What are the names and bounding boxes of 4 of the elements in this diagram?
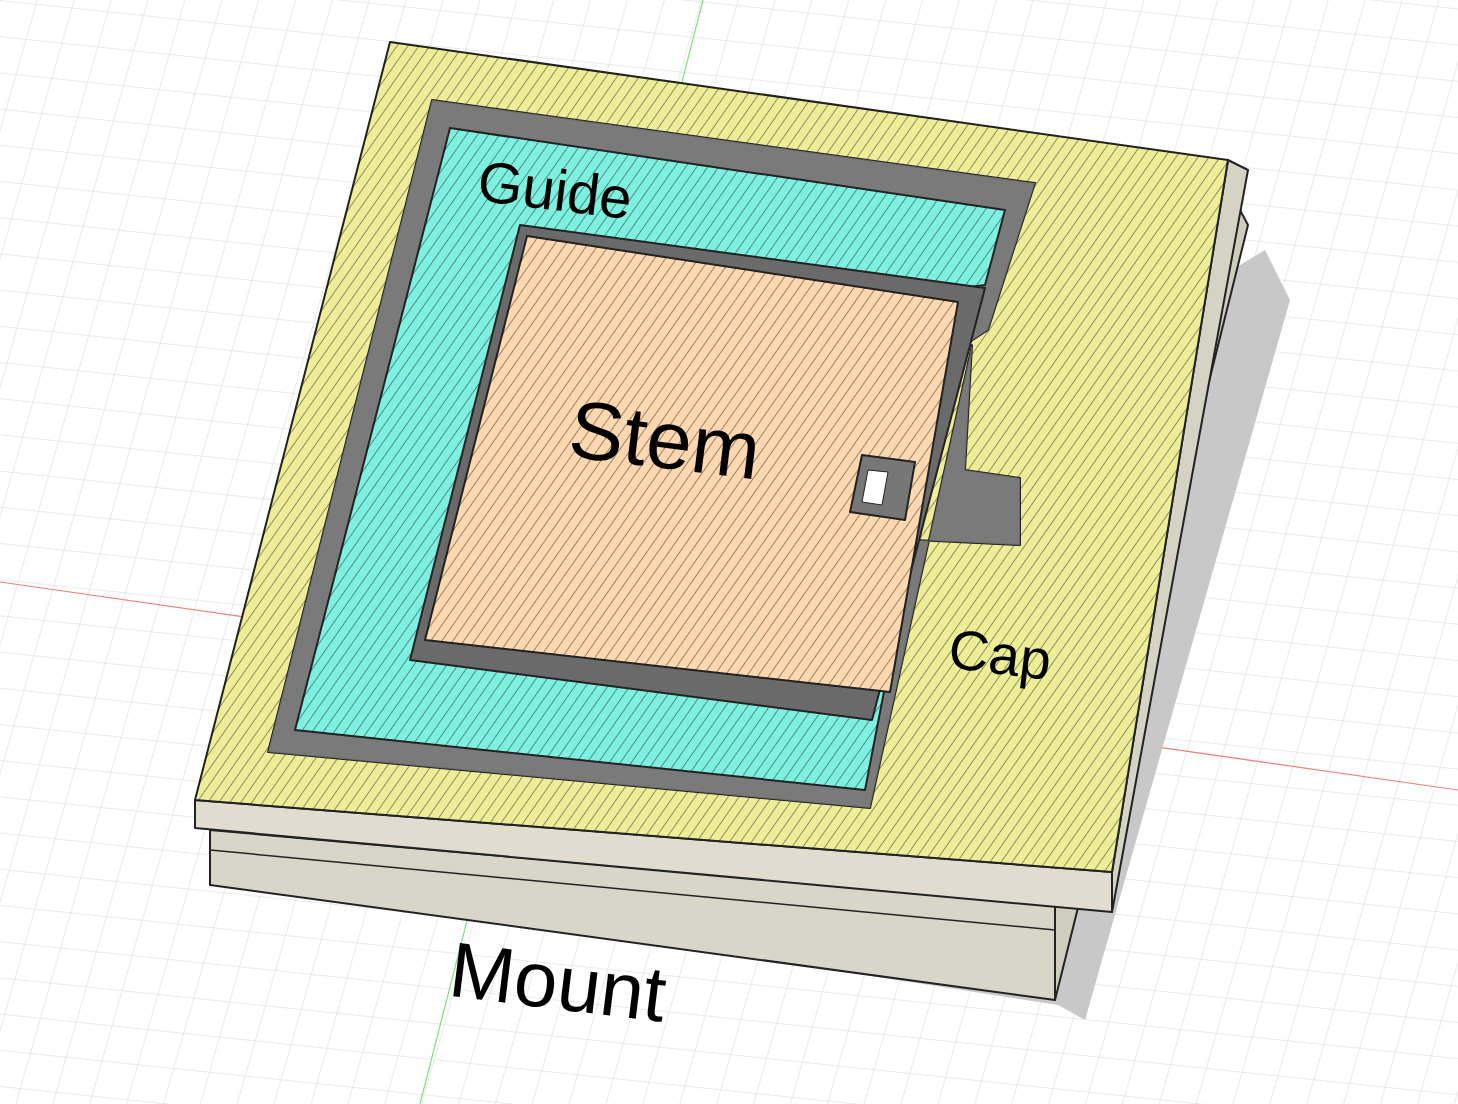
part-label: Guide — [474, 151, 636, 229]
part-label: Mount — [445, 930, 671, 1034]
part-label: Cap — [945, 620, 1055, 690]
part-label: Stem — [565, 387, 765, 493]
